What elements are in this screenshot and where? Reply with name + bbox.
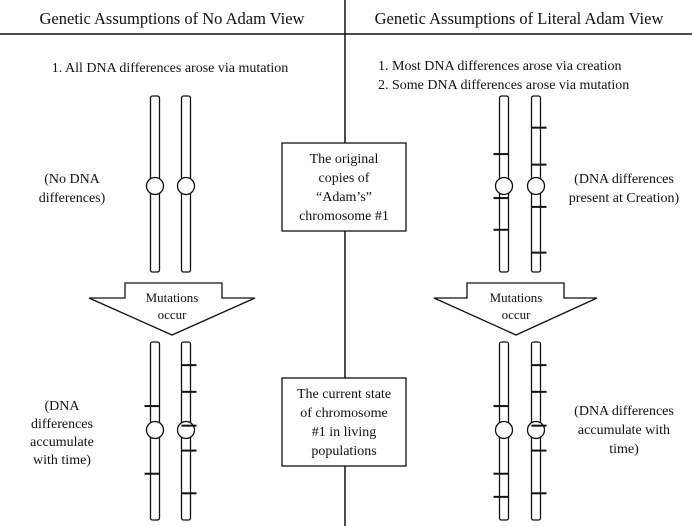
- chromosome-a: [144, 341, 165, 521]
- chromosome-a: [145, 95, 165, 273]
- svg-text:with time): with time): [33, 453, 91, 468]
- center-top-box: The original copies of “Adam’s” chromoso…: [281, 142, 407, 232]
- center-bottom-box: The current state of chromosome #1 in li…: [281, 377, 407, 467]
- svg-text:Mutations: Mutations: [146, 290, 199, 305]
- svg-text:“Adam’s”: “Adam’s”: [316, 190, 372, 205]
- svg-text:(No DNA: (No DNA: [44, 172, 100, 187]
- chromosome-b: [176, 341, 197, 521]
- centromere: [526, 420, 546, 440]
- svg-text:of chromosome: of chromosome: [300, 406, 387, 421]
- svg-text:differences): differences): [39, 191, 106, 206]
- centromere: [494, 176, 514, 196]
- left-bottom-note: (DNA differences accumulate with time): [30, 399, 94, 468]
- svg-text:occur: occur: [502, 307, 532, 322]
- centromere: [145, 176, 165, 196]
- svg-text:(DNA differences: (DNA differences: [574, 172, 674, 187]
- svg-text:The original: The original: [310, 152, 379, 167]
- svg-text:(DNA differences: (DNA differences: [574, 404, 674, 419]
- right-mutation-arrow: Mutations occur: [433, 282, 598, 336]
- chromosome-pair-right-top: [493, 95, 547, 273]
- svg-text:accumulate with: accumulate with: [578, 423, 670, 438]
- svg-text:accumulate: accumulate: [30, 435, 94, 450]
- svg-text:differences: differences: [31, 417, 93, 432]
- chromosome-pair-left-top: [145, 95, 196, 273]
- svg-text:time): time): [609, 442, 639, 457]
- left-mutation-arrow: Mutations occur: [88, 282, 256, 336]
- svg-text:populations: populations: [311, 444, 376, 459]
- chromosome-pairs: [144, 95, 547, 521]
- chromosome-b: [526, 95, 547, 273]
- centromere: [494, 420, 514, 440]
- right-top-note: (DNA differences present at Creation): [569, 172, 680, 206]
- right-bottom-note: (DNA differences accumulate with time): [574, 404, 674, 457]
- left-heading: Genetic Assumptions of No Adam View: [40, 9, 305, 28]
- centromere: [526, 176, 546, 196]
- chromosome-b: [176, 95, 196, 273]
- left-top-note: (No DNA differences): [39, 172, 106, 206]
- chromosome-pair-left-bottom: [144, 341, 197, 521]
- chromosome-a: [493, 95, 514, 273]
- chromosome-a: [493, 341, 514, 521]
- svg-text:present at Creation): present at Creation): [569, 191, 680, 206]
- centromere: [176, 176, 196, 196]
- svg-text:chromosome #1: chromosome #1: [299, 209, 389, 224]
- svg-text:copies of: copies of: [319, 171, 370, 186]
- centromere: [145, 420, 165, 440]
- right-assumption-2: 2. Some DNA differences arose via mutati…: [378, 78, 629, 93]
- right-heading: Genetic Assumptions of Literal Adam View: [375, 9, 664, 28]
- left-assumption: 1. All DNA differences arose via mutatio…: [52, 61, 289, 76]
- svg-text:(DNA: (DNA: [45, 399, 81, 414]
- right-assumption-1: 1. Most DNA differences arose via creati…: [378, 59, 622, 74]
- svg-text:Mutations: Mutations: [490, 290, 543, 305]
- svg-text:#1 in living: #1 in living: [312, 425, 377, 440]
- svg-text:occur: occur: [158, 307, 188, 322]
- centromere: [176, 420, 196, 440]
- svg-text:The current state: The current state: [297, 387, 391, 402]
- chromosome-b: [526, 341, 547, 521]
- chromosome-pair-right-bottom: [493, 341, 547, 521]
